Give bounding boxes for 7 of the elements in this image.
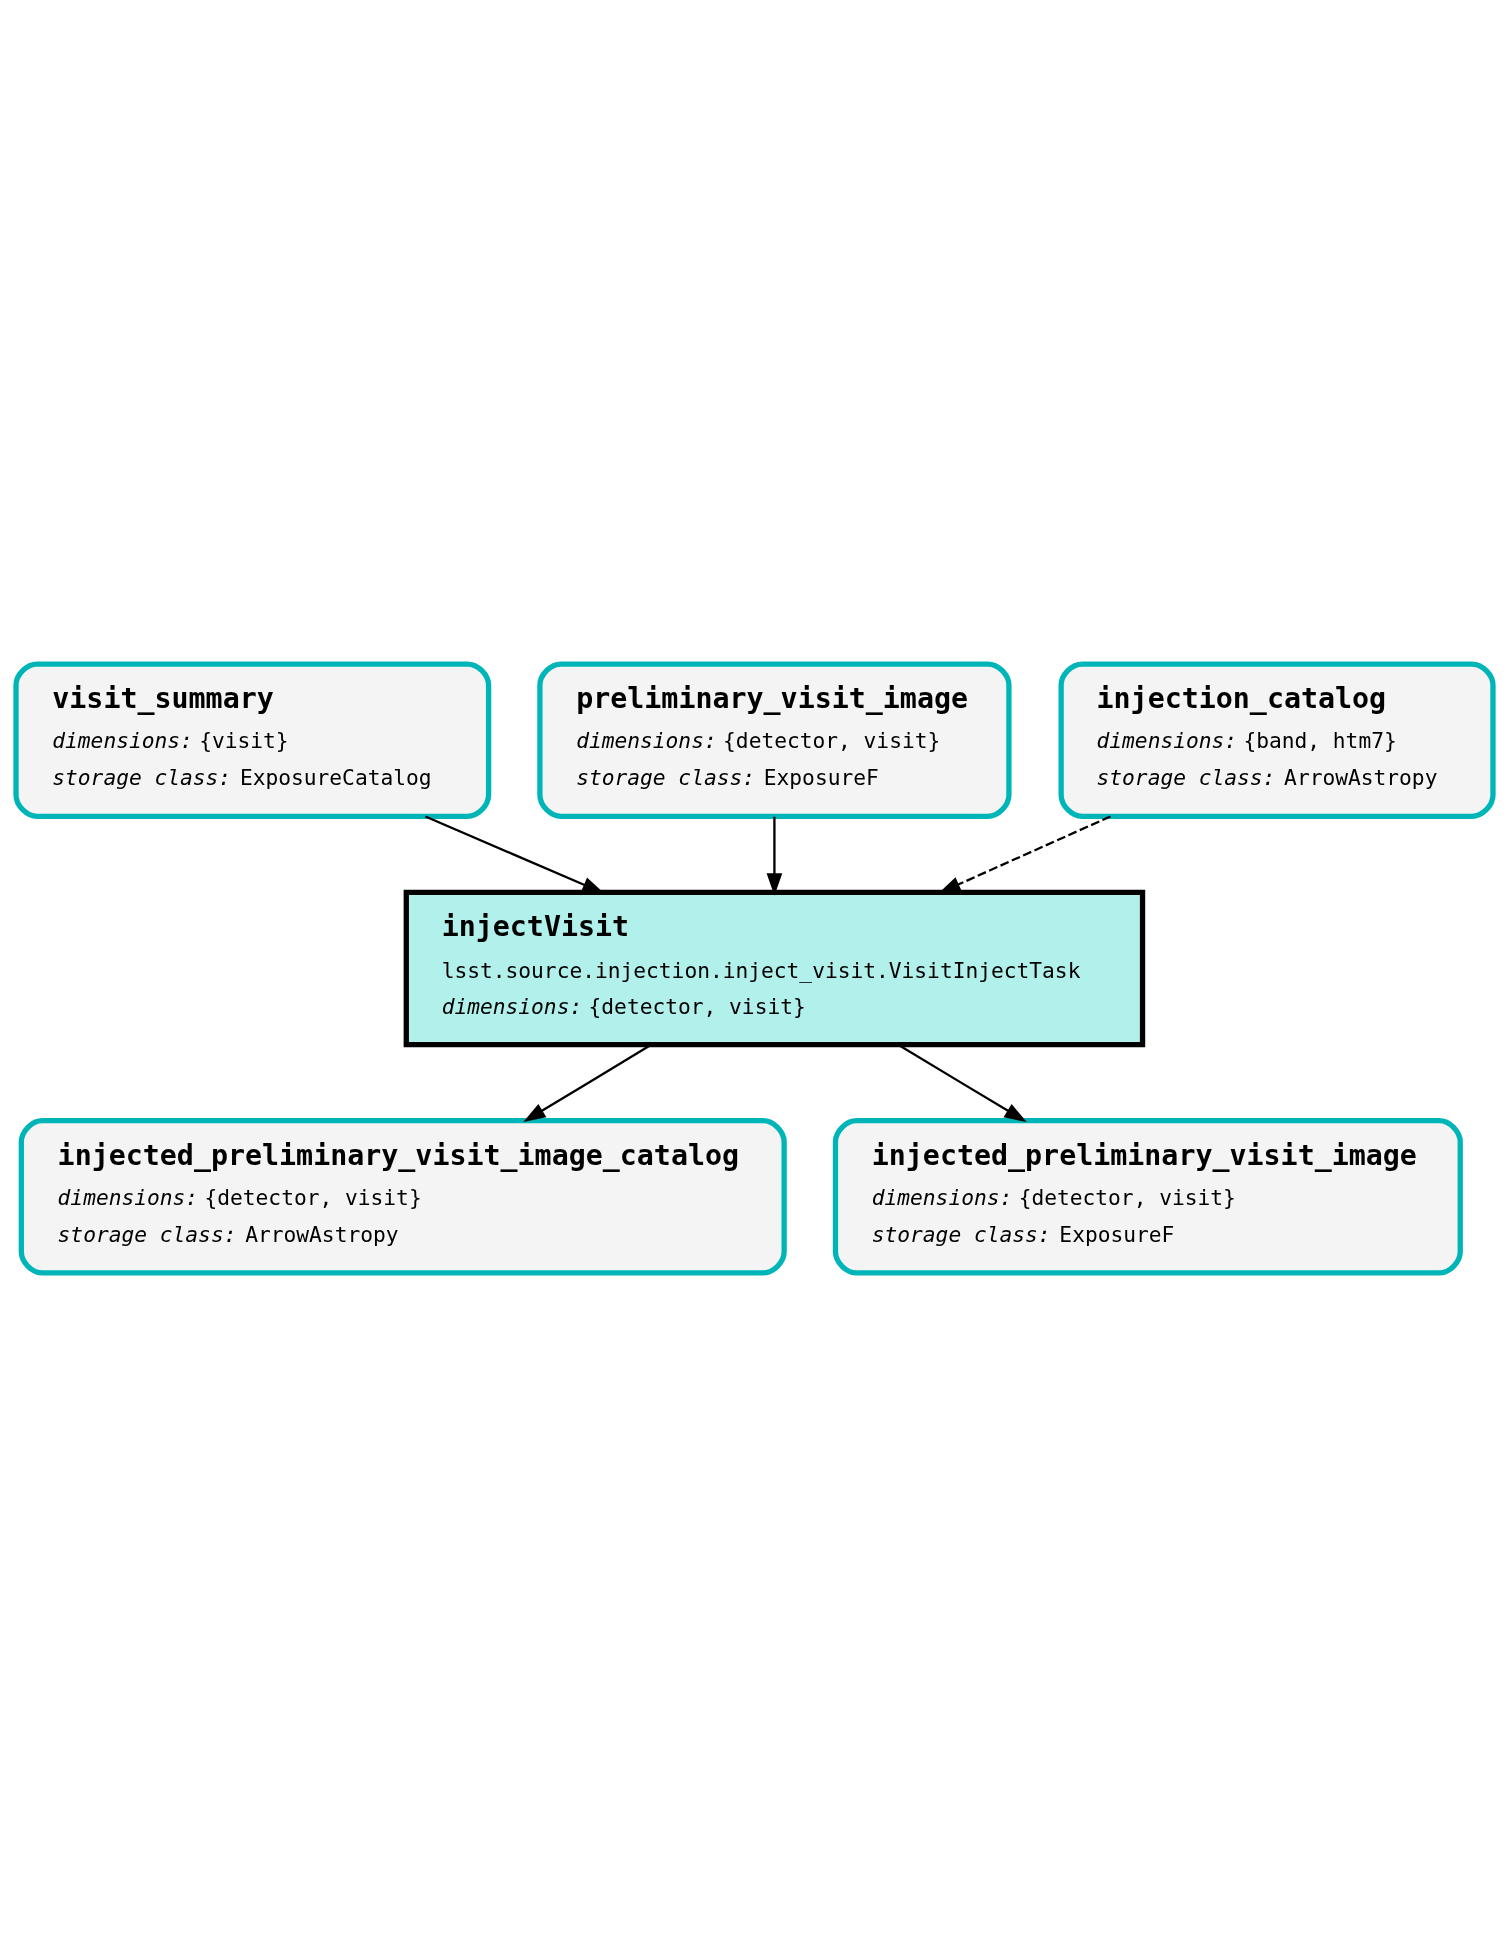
node-box: injection_catalog dimensions: {band, htm7} storage class: ArrowAstropy [1058,661,1496,819]
node-box: visit_summary dimensions: {visit} storage class: ExposureCatalog [13,661,492,819]
node-box: preliminary_visit_image dimensions: {detector, visit} storage class: ExposureF [537,661,1012,819]
node-box: injected_preliminary_visit_image dimensions: {detector, visit} storage class: ExposureF [832,1118,1463,1276]
node-box: injectVisit lsst.source.injection.inject_visit.VisitInjectTask dimensions: {detector, visit} [403,889,1146,1048]
arrow [766,816,783,896]
node-box: injected_preliminary_visit_image_catalog dimensions: {detector, visit} storage class: ArrowAstropy [18,1118,787,1276]
